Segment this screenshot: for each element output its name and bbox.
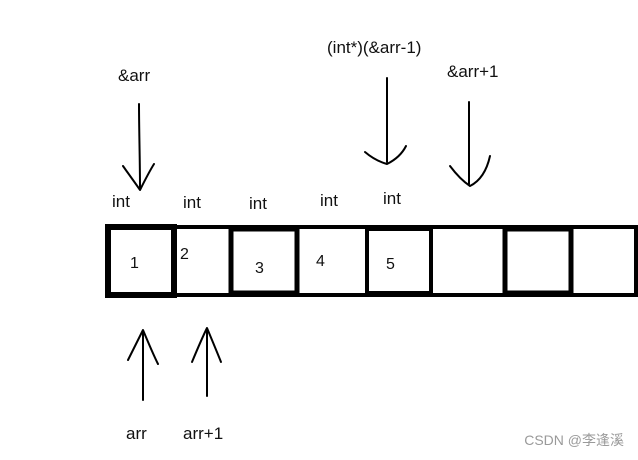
addr-arr-plus1-label: &arr+1 [447, 62, 499, 81]
down-arrow-addr-arr [122, 103, 155, 191]
array-cell-1-border [105, 224, 177, 298]
watermark-text: CSDN @李逢溪 [524, 432, 624, 448]
cell-value: 4 [316, 253, 325, 270]
down-arrow-addr-arr-plus1 [449, 101, 491, 187]
cell-value: 3 [255, 260, 264, 277]
array-cell-7-border [502, 226, 574, 296]
cell-value: 2 [180, 246, 189, 263]
type-label-int: int [183, 193, 201, 212]
type-label-int: int [383, 189, 401, 208]
arr-plus1-label: arr+1 [183, 424, 224, 443]
cell-value: 5 [386, 256, 395, 273]
type-label-int: int [112, 192, 130, 211]
down-arrow-cast-expr [364, 77, 407, 165]
type-label-int: int [320, 191, 338, 210]
array-cell-5-border [365, 227, 433, 295]
arr-label: arr [126, 424, 147, 443]
up-arrow-arr-plus1 [191, 327, 222, 397]
addr-arr-label: &arr [118, 66, 151, 85]
cell-value: 1 [130, 255, 139, 272]
array-cell-3-border [228, 226, 300, 296]
up-arrow-arr [127, 329, 159, 401]
array-box [105, 224, 638, 298]
type-label-int: int [249, 194, 267, 213]
cast-expr-label: (int*)(&arr-1) [327, 38, 422, 57]
